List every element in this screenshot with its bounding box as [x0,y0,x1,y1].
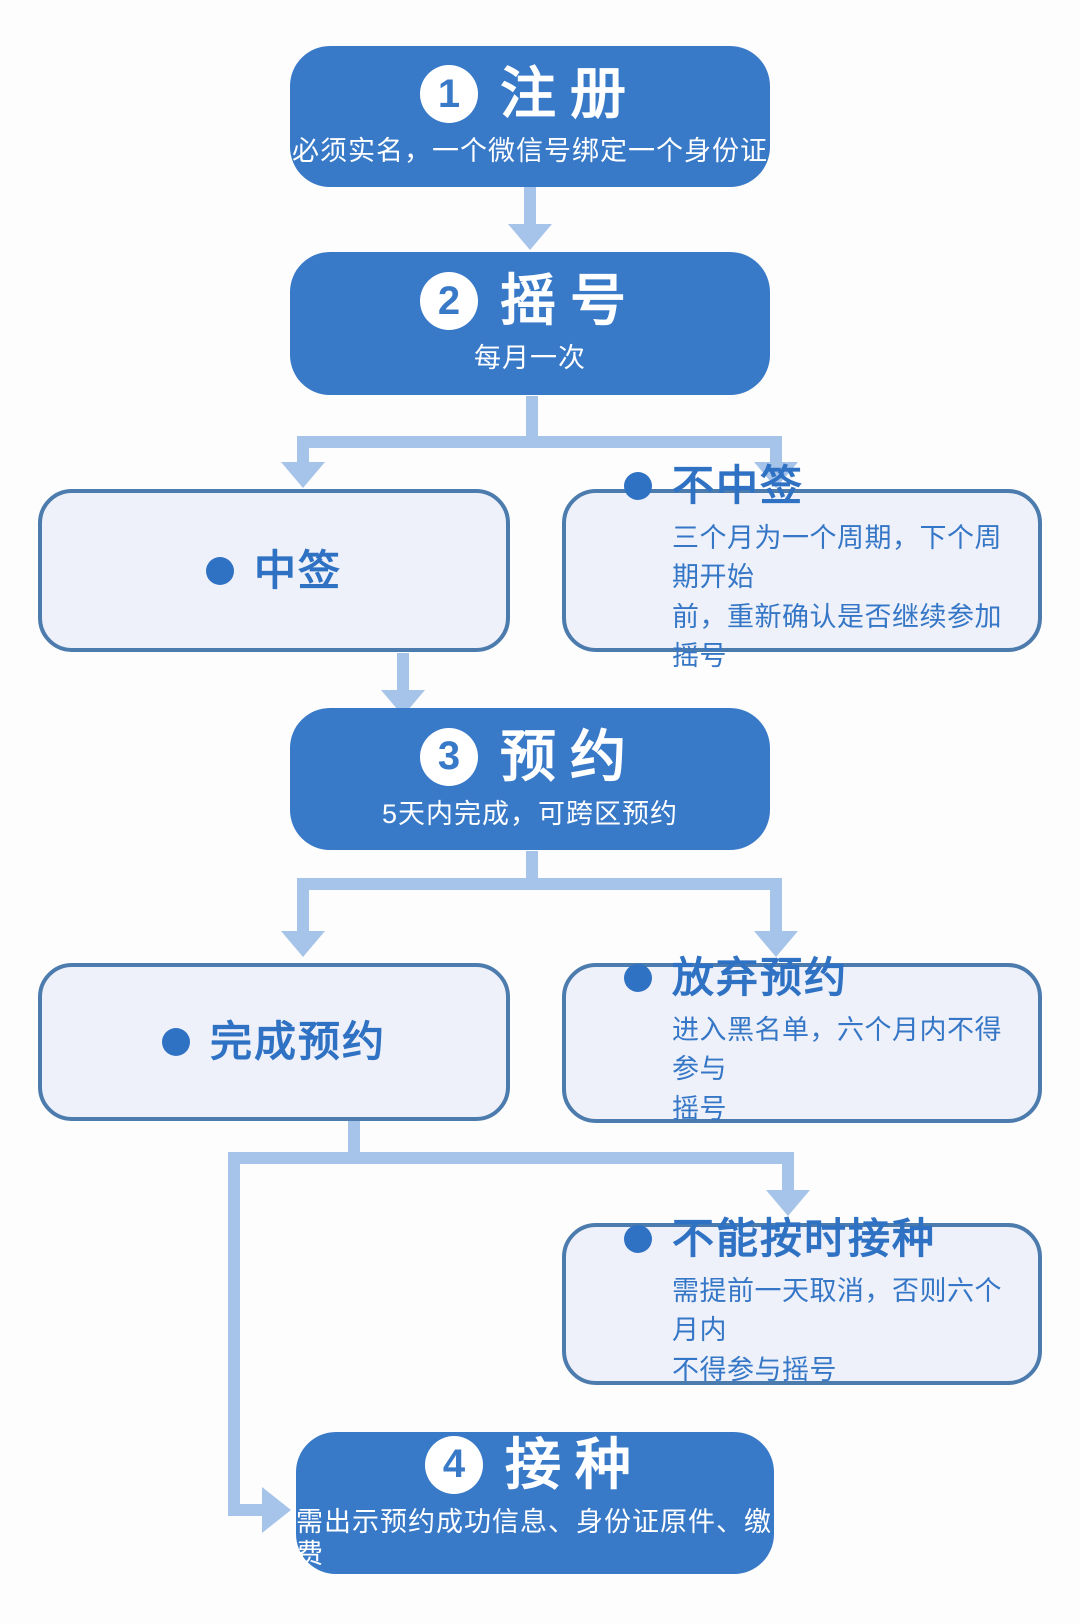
step-1-subtitle: 必须实名，一个微信号绑定一个身份证 [292,136,768,167]
step-3-title: 预约 [500,724,640,788]
step-register: 1 注册 必须实名，一个微信号绑定一个身份证 [290,46,770,187]
outcome-lose-note: 三个月为一个周期，下个周期开始 前，重新确认是否继续参加摇号 [672,519,1014,676]
outcome-abandon-note-line-2: 摇号 [672,1093,727,1124]
outcome-lose: 不中签 三个月为一个周期，下个周期开始 前，重新确认是否继续参加摇号 [562,465,1042,671]
bullet-icon [624,472,652,501]
outcome-abandon-note: 进入黑名单，六个月内不得参与 摇号 [672,1011,1014,1128]
arrowhead-miss [766,1190,810,1216]
step-4-title: 接种 [505,1432,645,1496]
outcome-complete: 完成预约 [38,963,510,1121]
bullet-icon [624,964,652,993]
step-3-subtitle: 5天内完成，可跨区预约 [381,798,679,829]
outcome-miss-note: 需提前一天取消，否则六个月内 不得参与摇号 [672,1272,1014,1389]
bullet-icon [205,556,234,585]
arrowhead-lottery [508,224,552,250]
outcome-win: 中签 [38,489,510,652]
outcome-miss-title: 不能按时接种 [672,1215,937,1263]
step-1-badge: 1 [420,65,478,124]
outcome-abandon: 放弃预约 进入黑名单，六个月内不得参与 摇号 [562,957,1042,1124]
step-vaccinate: 4 接种 需出示预约成功信息、身份证原件、缴费 [296,1432,774,1574]
step-4-subtitle: 需出示预约成功信息、身份证原件、缴费 [296,1506,772,1569]
arrowhead-reserve [381,690,425,716]
outcome-lose-note-line-1: 三个月为一个周期，下个周期开始 [672,523,1002,593]
step-lottery: 2 摇号 每月一次 [290,252,770,395]
step-2-title: 摇号 [500,269,640,333]
bullet-icon [624,1225,652,1254]
step-3-badge: 3 [420,727,478,786]
outcome-miss-note-line-1: 需提前一天取消，否则六个月内 [672,1276,1002,1346]
step-1-title: 注册 [500,62,640,126]
step-reserve: 3 预约 5天内完成，可跨区预约 [290,708,770,850]
arrowhead-abandon [754,931,798,957]
outcome-miss-note-line-2: 不得参与摇号 [672,1354,837,1385]
outcome-miss: 不能按时接种 需提前一天取消，否则六个月内 不得参与摇号 [562,1218,1042,1385]
bullet-icon [161,1028,190,1056]
arrowhead-win [281,462,325,488]
step-2-subtitle: 每月一次 [474,343,586,374]
step-2-badge: 2 [420,272,478,331]
arrowhead-vaccinate [262,1487,291,1533]
arrowhead-complete [281,931,325,957]
outcome-win-title: 中签 [253,546,342,594]
outcome-abandon-note-line-1: 进入黑名单，六个月内不得参与 [672,1015,1002,1085]
outcome-abandon-title: 放弃预约 [672,954,849,1002]
step-4-badge: 4 [425,1435,483,1494]
arrowhead-lose [754,462,798,488]
outcome-complete-title: 完成预约 [209,1018,386,1065]
outcome-lose-title: 不中签 [672,462,805,510]
outcome-lose-note-line-2: 前，重新确认是否继续参加摇号 [672,601,1002,671]
